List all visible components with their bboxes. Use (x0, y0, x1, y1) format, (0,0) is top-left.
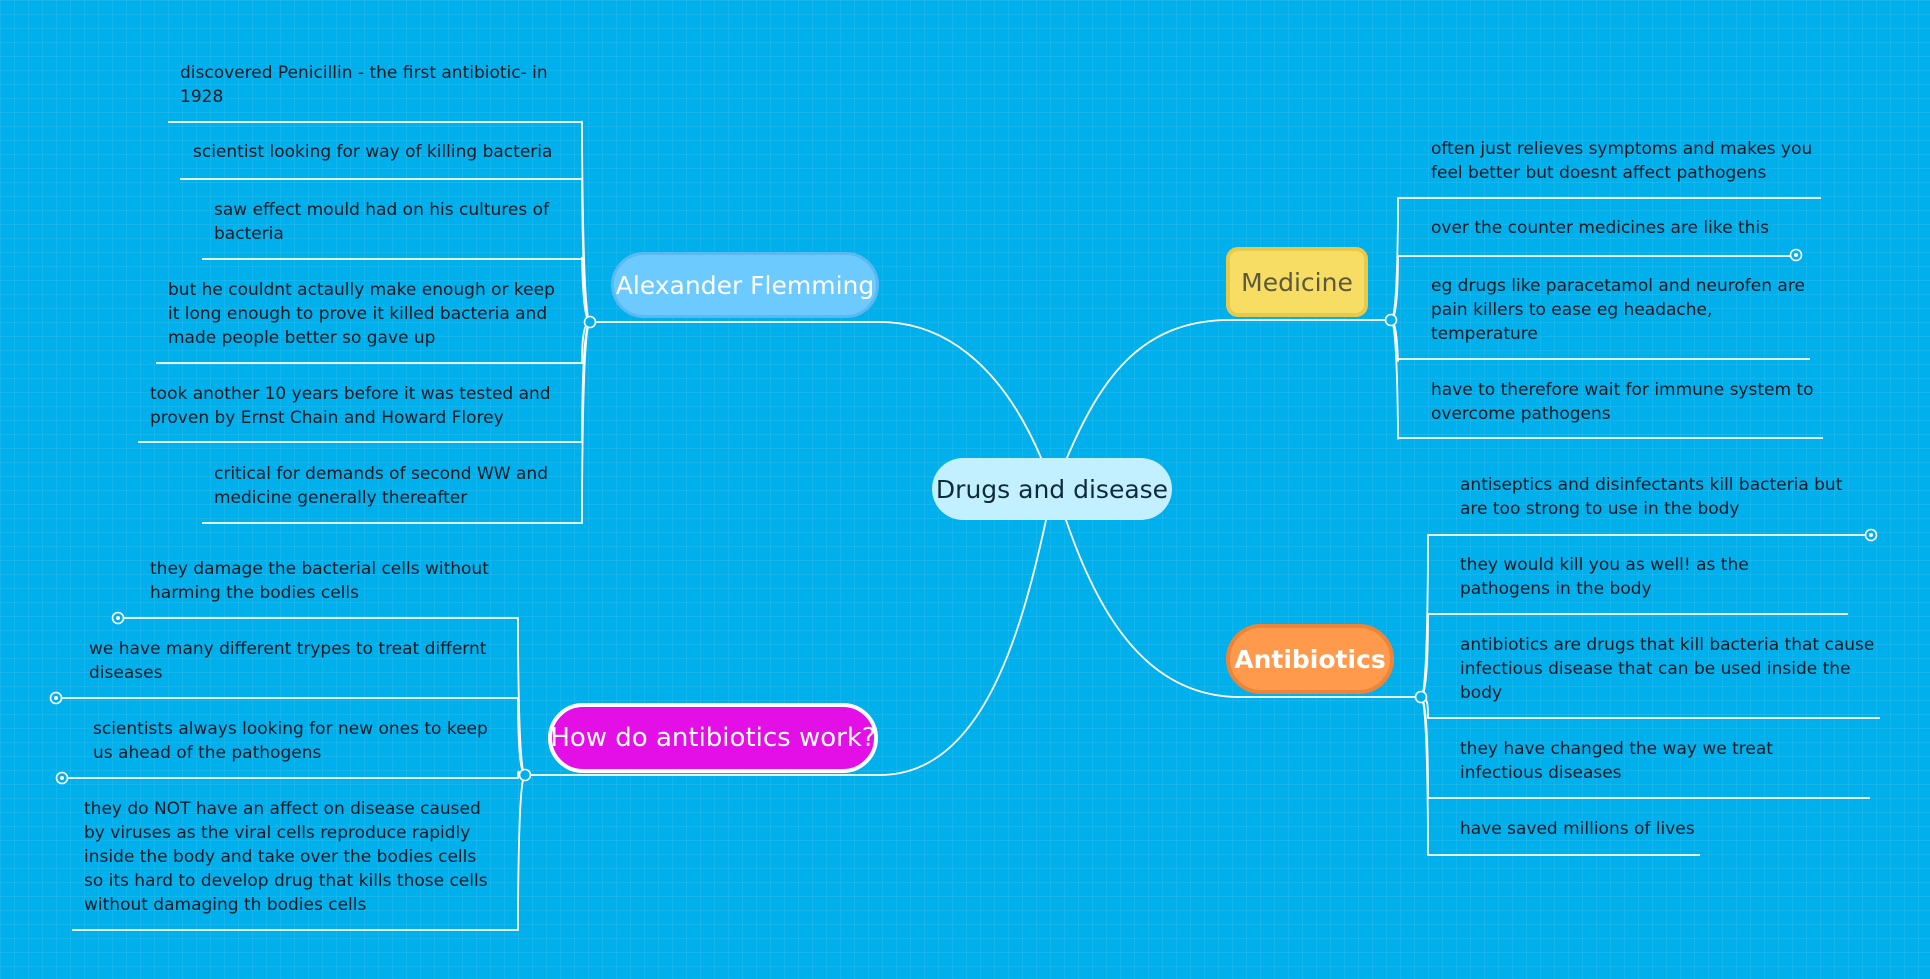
subtopic-antibiotics-5[interactable]: have saved millions of lives (1460, 819, 1695, 839)
subtopic-medicine-2[interactable]: over the counter medicines are like this (1431, 218, 1769, 238)
bracket-medicine-2 (1390, 255, 1794, 321)
subtopic-flemming-2[interactable]: scientist looking for way of killing bac… (193, 142, 553, 162)
subtopic-antibiotics-1[interactable]: antiseptics and disinfectants kill bacte… (1460, 475, 1843, 519)
collapse-handle-how[interactable] (518, 768, 532, 782)
collapse-handle-flemming[interactable] (583, 315, 597, 329)
central-topic[interactable]: Drugs and disease (932, 458, 1172, 520)
bracket-antibiotics-5 (1420, 696, 1700, 856)
marker-medicine-2-center (1794, 253, 1798, 257)
marker-how-1-center (116, 616, 120, 620)
subtopic-how-4[interactable]: they do NOT have an affect on disease ca… (84, 799, 488, 915)
marker-antibiotics-1-center (1869, 533, 1873, 537)
link-central-antibiotics (1065, 519, 1421, 698)
bracket-antibiotics-1 (1420, 534, 1870, 698)
link-central-how (525, 519, 1047, 776)
bracket-how-2 (56, 697, 526, 776)
subtopic-flemming-3[interactable]: saw effect mould had on his cultures of … (214, 200, 550, 244)
subtopic-antibiotics-3[interactable]: antibiotics are drugs that kill bacteria… (1460, 635, 1875, 703)
bracket-how-1 (118, 617, 526, 776)
bracket-flemming-4 (156, 321, 591, 364)
bracket-medicine-3 (1390, 319, 1810, 362)
bracket-flemming-3 (202, 256, 591, 323)
subtopic-flemming-6[interactable]: critical for demands of second WW and me… (214, 464, 548, 508)
subtopic-antibiotics-4[interactable]: they have changed the way we treat infec… (1460, 739, 1773, 783)
subtopic-antibiotics-2[interactable]: they would kill you as well! as the path… (1460, 555, 1749, 599)
collapse-handle-medicine[interactable] (1384, 313, 1398, 327)
bracket-flemming-6 (202, 321, 591, 524)
subtopic-flemming-5[interactable]: took another 10 years before it was test… (150, 384, 551, 428)
link-central-flemming (590, 321, 1043, 461)
subtopic-flemming-1[interactable]: discovered Penicillin - the first antibi… (180, 63, 548, 107)
topic-alexander-flemming[interactable]: Alexander Flemming (611, 252, 879, 318)
subtopic-flemming-4[interactable]: but he couldnt actaully make enough or k… (168, 280, 555, 348)
marker-how-2-center (54, 696, 58, 700)
subtopic-how-2[interactable]: we have many different trypes to treat d… (89, 639, 487, 683)
topic-how-do-antibiotics-work[interactable]: How do antibiotics work? (548, 703, 878, 773)
bracket-how-4 (72, 774, 526, 931)
bracket-how-3 (62, 770, 526, 779)
marker-how-3-center (60, 776, 64, 780)
bracket-antibiotics-2 (1420, 613, 1848, 698)
subtopic-medicine-4[interactable]: have to therefore wait for immune system… (1431, 380, 1814, 424)
subtopic-how-1[interactable]: they damage the bacterial cells without … (150, 559, 489, 603)
bracket-flemming-2 (180, 177, 591, 323)
collapse-handle-antibiotics[interactable] (1414, 690, 1428, 704)
topic-medicine[interactable]: Medicine (1226, 247, 1368, 317)
link-central-medicine (1065, 319, 1391, 461)
bracket-medicine-1 (1390, 197, 1821, 321)
subtopic-medicine-3[interactable]: eg drugs like paracetamol and neurofen a… (1431, 276, 1805, 344)
bracket-medicine-4 (1390, 319, 1823, 440)
topic-antibiotics[interactable]: Antibiotics (1226, 624, 1394, 694)
subtopic-how-3[interactable]: scientists always looking for new ones t… (93, 719, 488, 763)
subtopic-medicine-1[interactable]: often just relieves symptoms and makes y… (1431, 139, 1813, 183)
